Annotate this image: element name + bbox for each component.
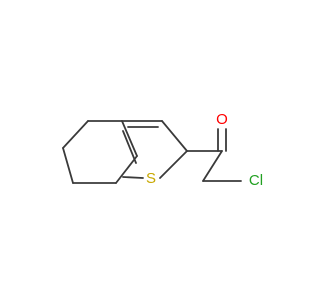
bond — [202, 150, 223, 182]
bond — [159, 150, 188, 179]
bond — [62, 147, 74, 184]
molecule-structure: S O Cl — [62, 111, 263, 189]
bond — [121, 120, 138, 157]
atom-labels: S O Cl — [146, 111, 263, 189]
sulfur-atom-label: S — [146, 170, 156, 187]
bond — [161, 120, 188, 152]
bond — [62, 120, 89, 149]
bond — [115, 155, 138, 184]
bond-layer — [62, 120, 242, 184]
chlorine-atom-label: Cl — [249, 172, 263, 189]
bond-double-inner — [122, 130, 137, 164]
bond — [122, 176, 144, 179]
oxygen-atom-label: O — [216, 111, 228, 128]
structure-canvas: S O Cl — [62, 110, 264, 189]
